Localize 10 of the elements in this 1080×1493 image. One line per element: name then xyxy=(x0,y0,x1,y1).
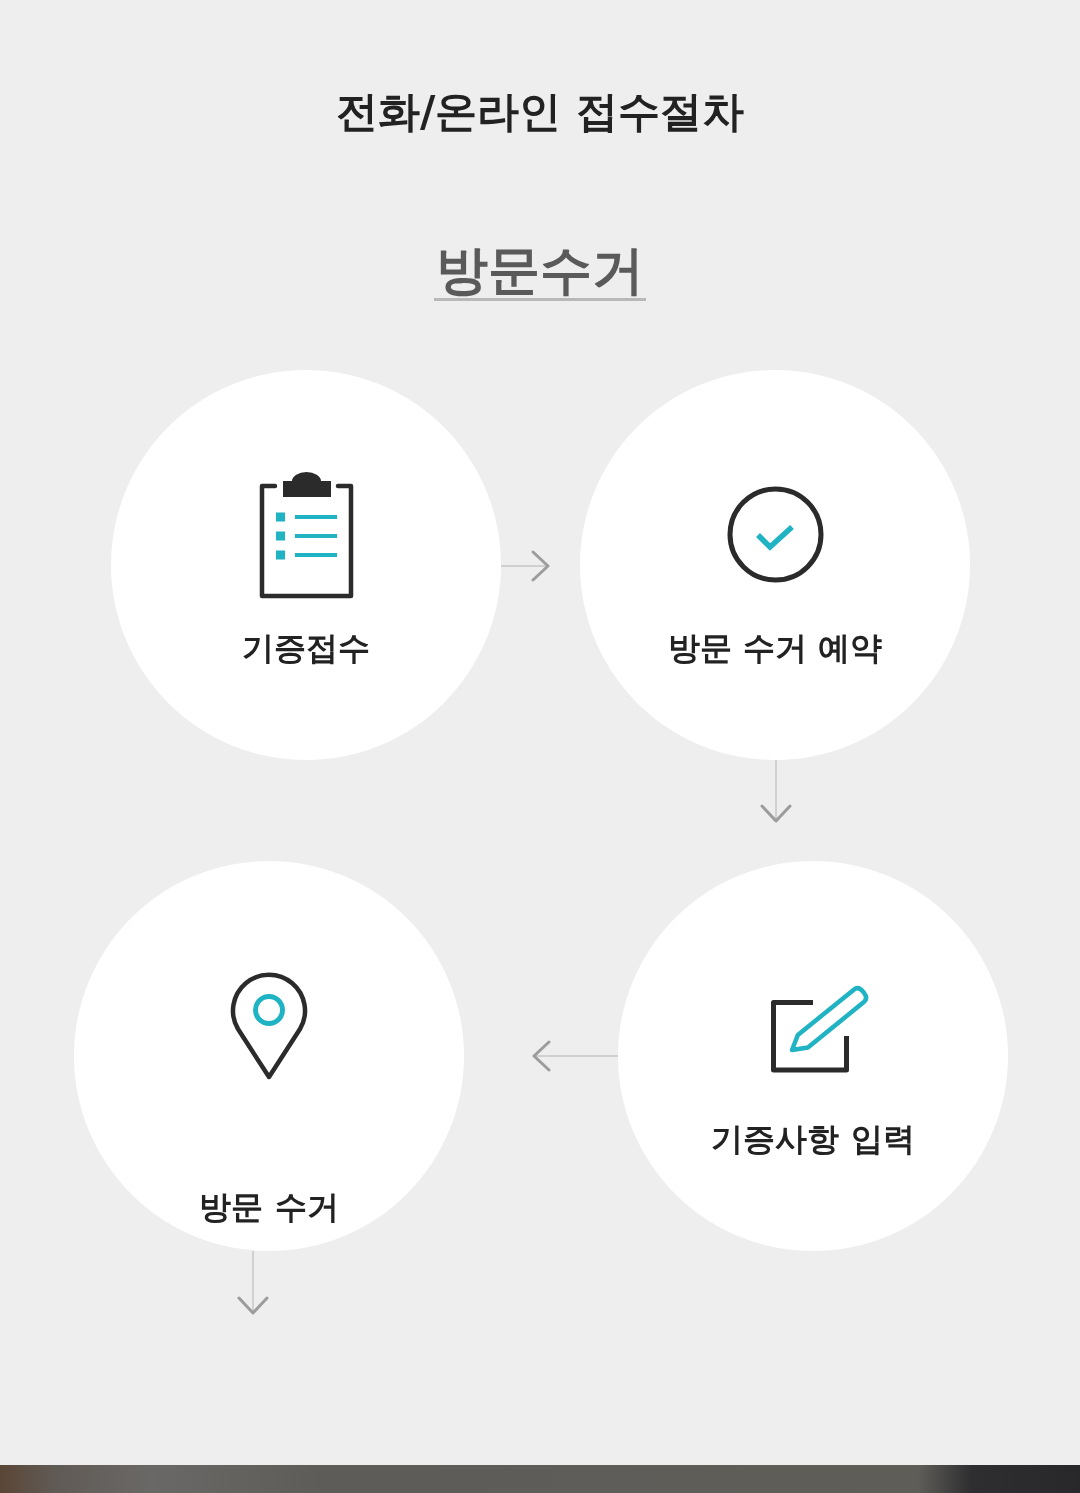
step-label: 방문 수거 xyxy=(199,1188,339,1226)
step-label: 기증접수 xyxy=(242,629,370,667)
step-label: 기증사항 입력 xyxy=(711,1120,915,1158)
chevron-arrow xyxy=(500,550,550,582)
step-label: 방문 수거 예약 xyxy=(667,629,883,667)
section-heading: 방문수거 xyxy=(434,242,646,301)
chevron-arrow xyxy=(760,759,792,823)
chevron-arrow xyxy=(237,1250,269,1315)
chevron-arrow xyxy=(532,1040,619,1072)
page-title: 전화/온라인 접수절차 xyxy=(336,87,744,137)
